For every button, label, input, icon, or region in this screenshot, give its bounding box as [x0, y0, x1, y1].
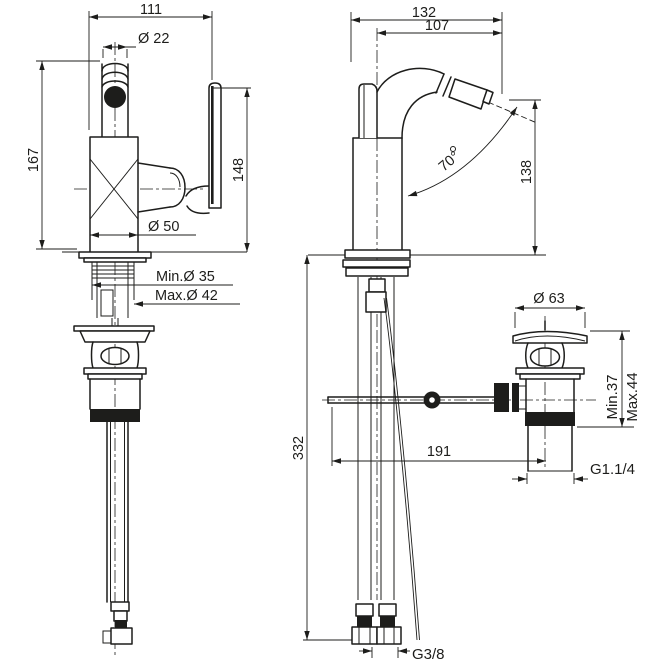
- front-view-dimensions: 111 Ø 22 167 148 Ø 50 Min.Ø 35 Max.Ø 42: [26, 2, 251, 307]
- construction-lines: [89, 158, 139, 220]
- aerator-front: [104, 86, 126, 108]
- pop-up-rod-vertical: [383, 297, 418, 641]
- dim-handle-height-label: 148: [231, 158, 247, 182]
- side-view-drawing: [308, 67, 546, 645]
- hose-connectors: [351, 603, 402, 645]
- dim-reach-label: 107: [425, 18, 449, 34]
- handle-side: [358, 83, 378, 138]
- dim-waste-thread-label: G1.1/4: [590, 461, 635, 478]
- dim-deck-max-label: Max.44: [624, 372, 641, 421]
- dim-total-height-label: 167: [26, 148, 42, 172]
- spout-side: [376, 67, 494, 152]
- spout-front: [101, 62, 129, 138]
- supply-hoses: [357, 277, 420, 641]
- aerator-side: [448, 78, 488, 110]
- pop-up-rod-horizontal: [327, 391, 496, 409]
- dim-below-deck-label: 332: [291, 436, 307, 460]
- drain-thread-side: [525, 412, 575, 426]
- dim-total-width-label: 111: [140, 2, 162, 18]
- dim-supply-thread-label: G3/8: [412, 646, 445, 663]
- dim-spout-diameter-label: Ø 22: [138, 31, 169, 47]
- lever-blade-front: [208, 82, 222, 209]
- mounting-shank-front: [91, 262, 135, 332]
- shank-nut-side: [365, 291, 387, 313]
- dim-hole-min-label: Min.Ø 35: [156, 269, 215, 285]
- base-plate-front: [78, 251, 152, 259]
- mounting-base-side: [342, 249, 411, 277]
- handle-front: [137, 82, 222, 215]
- drain-cap-side: [512, 330, 588, 344]
- dim-depth-label: 132: [412, 5, 436, 21]
- drain-front: [73, 325, 155, 645]
- side-view-dimensions: 132 107 70° 138 332 191 G3: [291, 5, 546, 663]
- dim-body-diameter-label: Ø 50: [148, 219, 179, 235]
- overflow-slot-front: [100, 346, 130, 366]
- dim-spout-height-label: 138: [519, 160, 535, 184]
- pivot-dot: [450, 146, 456, 152]
- dim-rod-reach-label: 191: [427, 444, 451, 460]
- rod-clamp: [494, 383, 526, 412]
- overflow-slot-side: [529, 347, 561, 367]
- drain-thread-front: [90, 409, 140, 422]
- drain-detail-drawing: [494, 320, 588, 472]
- dim-hole-max-label: Max.Ø 42: [155, 288, 218, 304]
- drain-dimensions: Ø 63 Min.37 Max.44 G1.1/4: [512, 291, 641, 484]
- dim-spout-angle-label: 70°: [436, 149, 463, 175]
- dim-deck-min-label: Min.37: [604, 374, 621, 419]
- dim-cap-diameter-label: Ø 63: [533, 291, 564, 307]
- front-view-drawing: [62, 62, 247, 645]
